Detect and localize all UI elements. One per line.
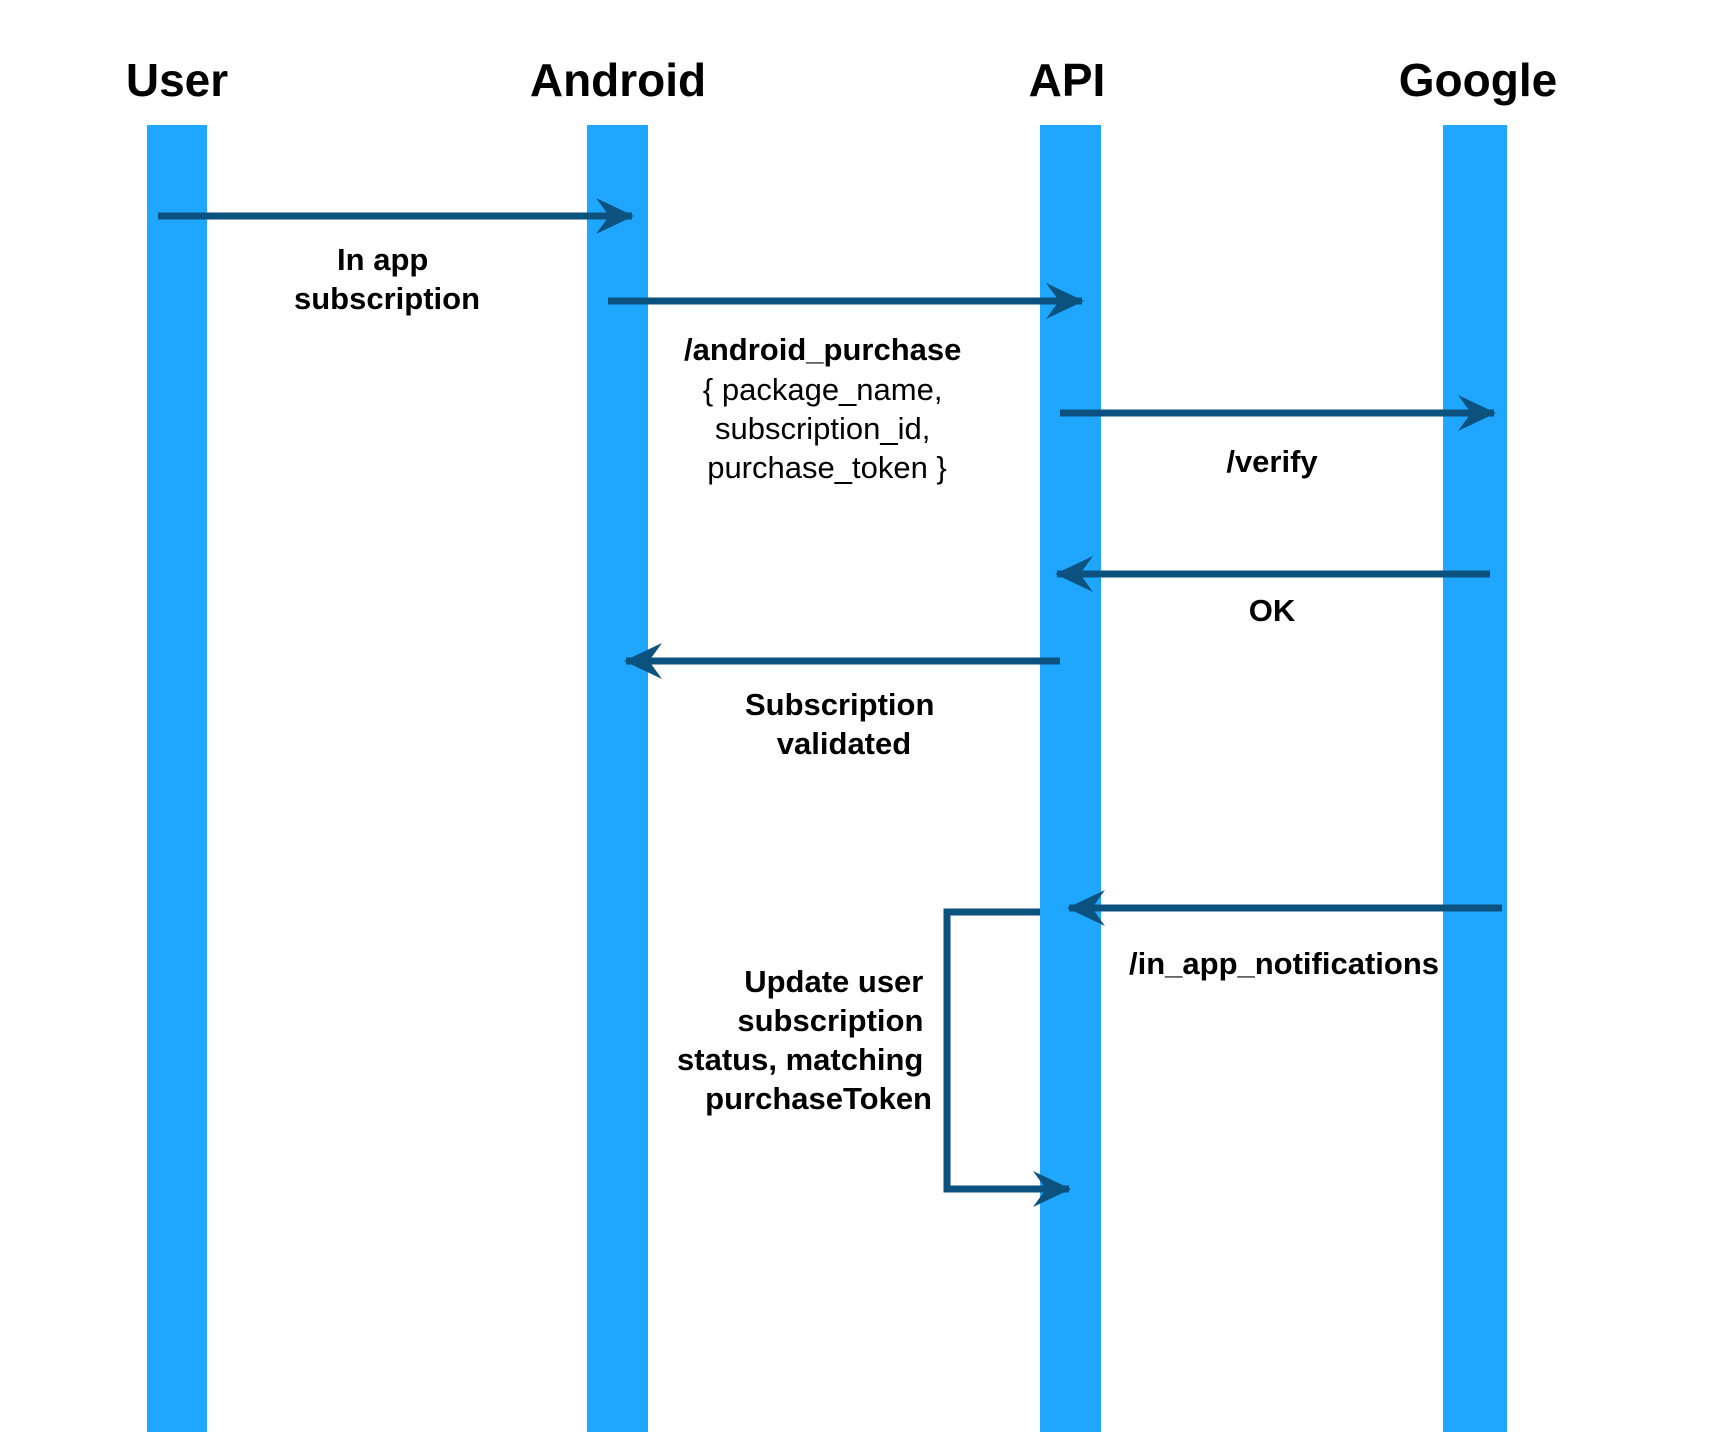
lifeline-google	[1443, 125, 1507, 1432]
label-in-app-notifications: /in_app_notifications	[1129, 946, 1439, 981]
label-in-app-subscription: In app subscription	[294, 242, 480, 316]
label-ok: OK	[1249, 593, 1296, 628]
participant-label-android: Android	[530, 54, 706, 106]
lifeline-android	[587, 125, 648, 1432]
label-update-user-subscription: Update user subscription status, matchin…	[677, 964, 932, 1116]
participant-label-google: Google	[1399, 54, 1557, 106]
label-subscription-validated: Subscription validated	[745, 687, 943, 761]
lifeline-user	[147, 125, 207, 1432]
participant-label-user: User	[126, 54, 228, 106]
lifeline-api	[1040, 125, 1101, 1432]
label-android-purchase: /android_purchase { package_name, subscr…	[684, 332, 970, 485]
arrow-api-self-update	[943, 908, 1071, 1207]
participant-label-api: API	[1029, 54, 1106, 106]
label-verify: /verify	[1226, 444, 1318, 479]
